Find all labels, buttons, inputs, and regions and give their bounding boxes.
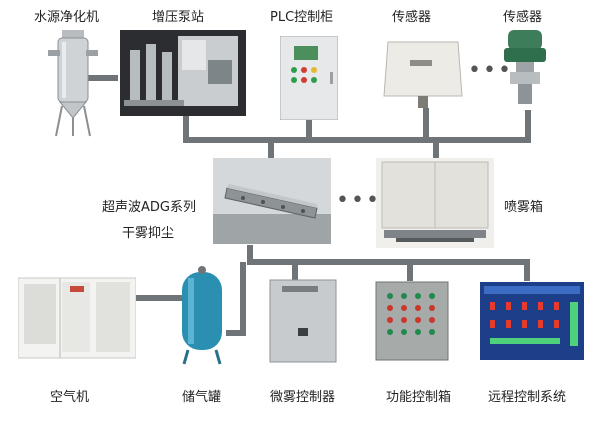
micro-fog-controller-image [268,278,338,364]
pipe-compressor-tank [135,295,185,301]
pipe-tank-micro-vert [240,262,246,336]
label-pump-station: 增压泵站 [152,10,205,25]
label-air-compressor: 空气机 [50,390,90,405]
label-micro-controller: 微雾控制器 [270,390,336,405]
label-water-purifier: 水源净化机 [34,10,100,25]
remote-control-screen-image [480,282,584,360]
pipe-tank-micro [226,330,246,336]
function-control-box-image [374,278,450,364]
pipe-adg-up [268,140,274,162]
pipe-remote-down [524,259,530,281]
sensor-2-image [500,28,550,108]
pipe-upper-bus [183,137,531,143]
label-spray-box: 喷雾箱 [504,200,544,215]
pipe-sensor1-down [423,108,429,142]
pipe-lower-bus [247,259,530,265]
adg-dry-fog-image [213,158,331,244]
ellipsis-icon: ••• [468,58,513,83]
label-plc-cabinet: PLC控制柜 [270,10,334,25]
pipe-pump-down [183,112,189,142]
water-purifier-image [48,26,98,138]
label-adg-dust: 干雾抑尘 [122,226,175,241]
label-sensor-2: 传感器 [503,10,543,25]
label-sensor-1: 传感器 [392,10,432,25]
pipe-mid-down [247,245,253,265]
label-remote-system: 远程控制系统 [488,390,567,405]
pipe-func-down [407,259,413,281]
sensor-1-image [382,38,464,110]
pipe-spray-up [433,140,439,162]
air-compressor-image [18,268,136,360]
label-adg-series: 超声波ADG系列 [102,200,196,215]
pipe-plc-down [306,118,312,142]
pipe-sensor2-down [525,110,531,142]
pipe-micro-down [292,259,298,281]
label-function-box: 功能控制箱 [386,390,452,405]
pump-station-image [120,30,246,116]
ellipsis-icon: ••• [336,188,381,213]
spray-box-image [376,158,494,248]
air-tank-image [176,262,228,366]
label-air-tank: 储气罐 [182,390,222,405]
plc-cabinet-image [280,36,338,120]
pipe-top-horizontal [62,75,118,81]
